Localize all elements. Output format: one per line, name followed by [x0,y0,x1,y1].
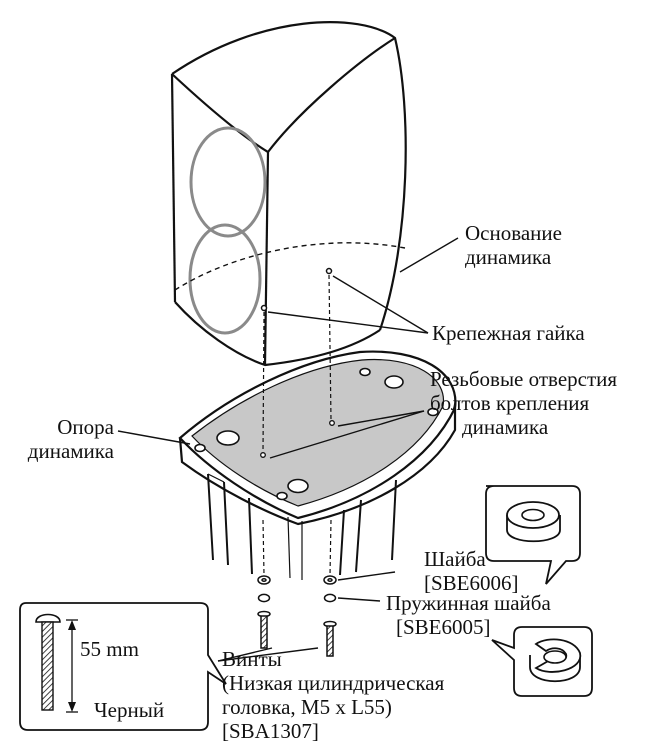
screw-detail-callout [19,602,227,731]
label-screws-line2: (Низкая цилиндрическая [222,671,445,695]
label-speaker-base-line1: Основание [465,221,562,245]
label-speaker-stand-line2: динамика [27,439,114,463]
label-screws-line3: головка, M5 x L55) [222,695,392,719]
label-spring-washer: Пружинная шайба [SBE6005] [386,591,551,639]
mounting-nut-icon [260,267,333,312]
label-speaker-base: Основание динамика [465,221,562,269]
label-screws: Винты (Низкая цилиндрическая головка, M5… [222,647,444,743]
label-screw-length: 55 mm [80,637,139,661]
label-mounting-nut: Крепежная гайка [432,321,585,345]
washer-icon [257,575,337,585]
label-washer-line1: Шайба [424,547,486,571]
label-screws-line1: Винты [222,647,282,671]
label-washer-line2: [SBE6006] [424,571,519,595]
speaker-base-outline [174,242,406,291]
label-screw-color: Черный [94,698,165,722]
speaker-cabinet-icon [170,21,407,367]
label-spring-washer-line1: Пружинная шайба [386,591,551,615]
label-speaker-base-line2: динамика [465,245,552,269]
stand-plate-icon [178,350,457,580]
label-threaded-holes-line2: болтов крепления [430,391,590,415]
label-speaker-stand-line1: Опора [57,415,114,439]
bolt-axis-lines [262,274,332,576]
label-threaded-holes-line3: динамика [462,415,549,439]
label-spring-washer-line2: [SBE6005] [396,615,491,639]
label-threaded-holes: Резьбовые отверстия болтов крепления дин… [430,367,617,439]
label-threaded-holes-line1: Резьбовые отверстия [430,367,618,391]
screw-icon [257,610,337,657]
spring-washer-icon [257,593,337,603]
label-speaker-stand: Опора динамика [6,415,114,463]
speaker-driver-icon [188,126,267,335]
label-washer: Шайба [SBE6006] [400,547,519,595]
label-screws-line4: [SBA1307] [222,719,319,743]
washer-callout [485,485,581,585]
spring-washer-callout [491,626,593,697]
leader-lines [117,237,459,662]
